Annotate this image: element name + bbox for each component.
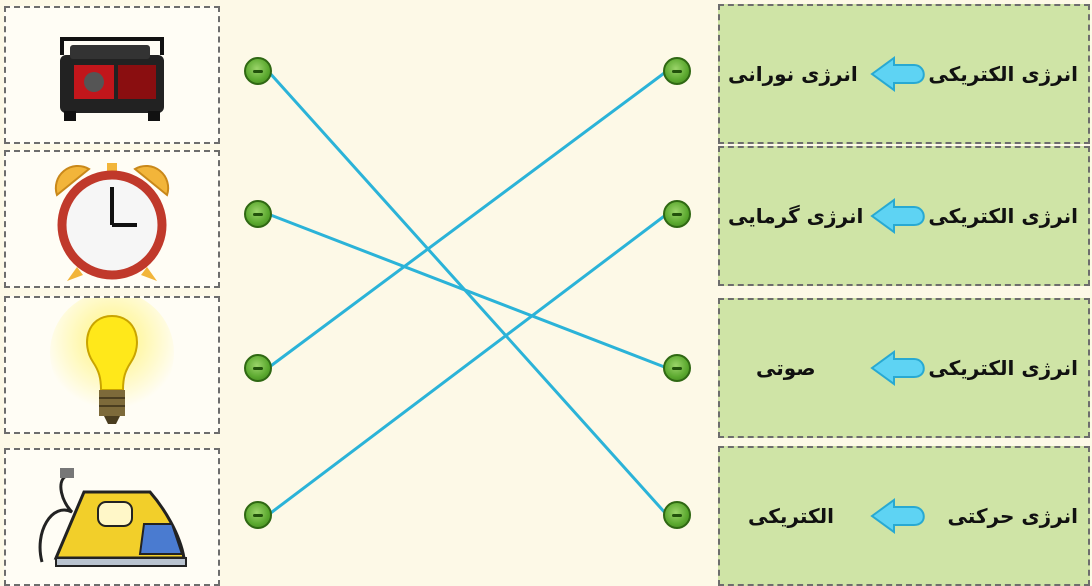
right-connector-dot-2[interactable] [663,200,691,228]
left-arrow-icon [870,56,925,92]
left-arrow-icon [870,350,925,386]
match-line [267,69,668,370]
output-energy-label: انرژی نورانی [728,62,858,86]
generator-icon [60,37,164,121]
generator-card [4,6,220,144]
left-connector-dot-1[interactable] [244,57,272,85]
iron-card [4,448,220,586]
light-bulb-icon [50,298,174,424]
input-energy-label: انرژی الکتریکی [928,356,1078,380]
left-arrow-icon [870,198,925,234]
left-connector-dot-3[interactable] [244,354,272,382]
energy-box-3: صوتی انرژی الکتریکی [718,298,1090,438]
output-energy-label: انرژی گرمایی [728,204,864,228]
output-energy-label: صوتی [756,356,816,380]
energy-box-2: انرژی گرمایی انرژی الکتریکی [718,146,1090,286]
match-line [267,212,668,517]
iron-icon [38,468,187,567]
input-energy-label: انرژی الکتریکی [928,204,1078,228]
right-connector-dot-4[interactable] [663,501,691,529]
input-energy-label: انرژی الکتریکی [928,62,1078,86]
energy-box-4: الکتریکی انرژی حرکتی [718,446,1090,586]
left-arrow-icon [870,498,925,534]
match-line [267,212,668,370]
alarm-clock-card [4,150,220,288]
right-connector-dot-1[interactable] [663,57,691,85]
alarm-clock-icon [54,163,170,281]
match-line [266,69,669,517]
right-connector-dot-3[interactable] [663,354,691,382]
energy-box-1: انرژی نورانی انرژی الکتریکی [718,4,1090,144]
input-energy-label: انرژی حرکتی [947,504,1079,528]
left-connector-dot-4[interactable] [244,501,272,529]
light-bulb-card [4,296,220,434]
left-connector-dot-2[interactable] [244,200,272,228]
output-energy-label: الکتریکی [748,504,834,528]
